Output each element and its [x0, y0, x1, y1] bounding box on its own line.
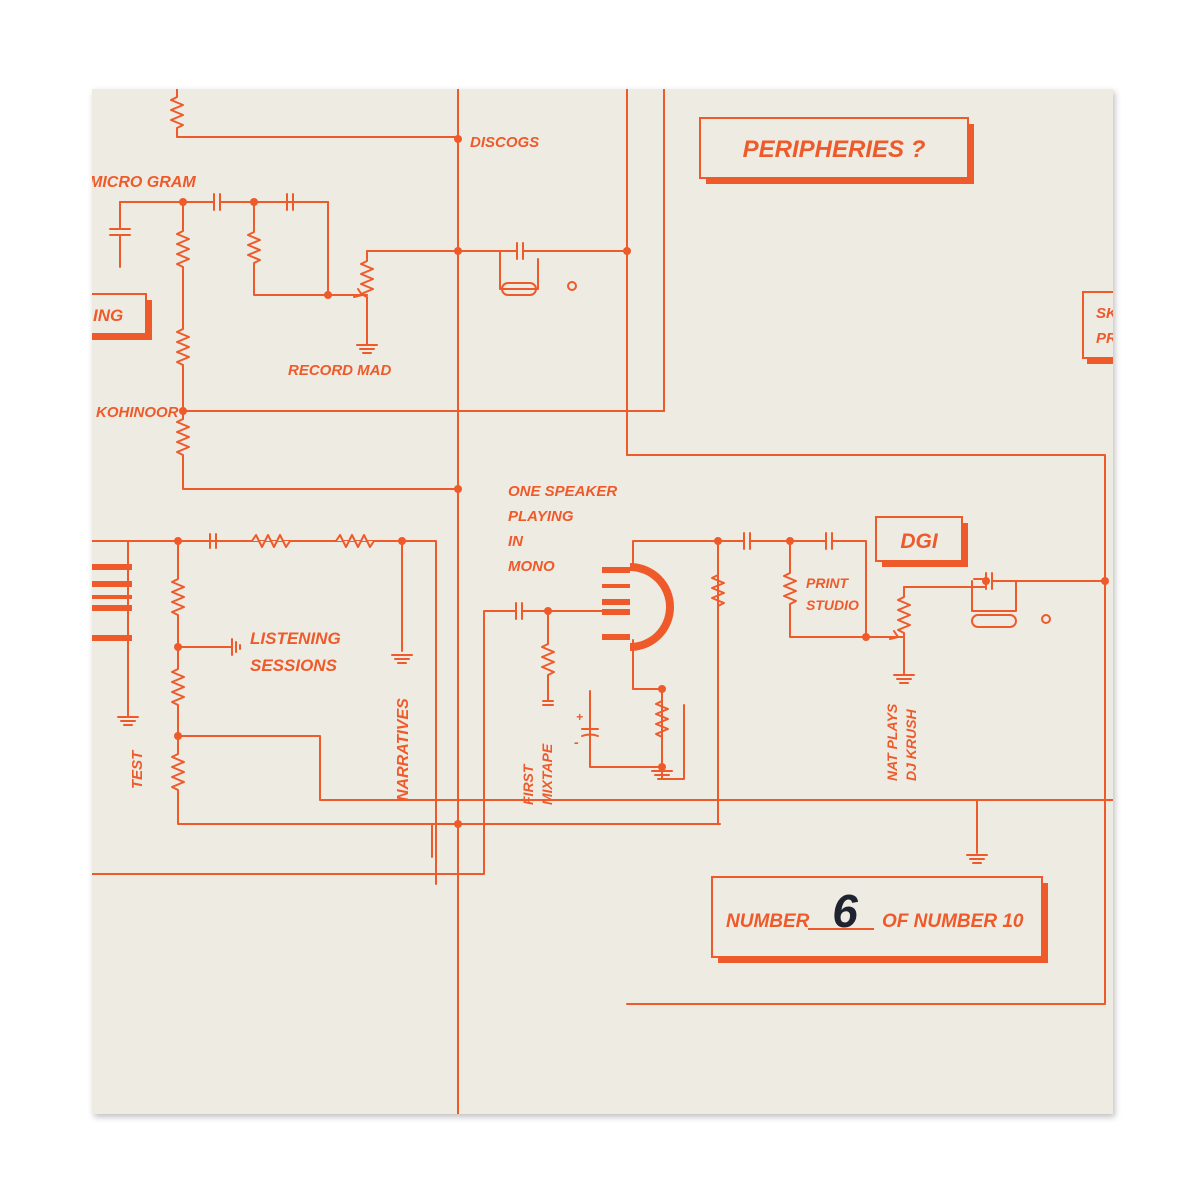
test-tube-stage [92, 540, 437, 885]
one-speaker-line-4: MONO [508, 558, 555, 575]
kohinoor-label: KOHINOOR [96, 404, 179, 421]
one-speaker-line-3: IN [508, 533, 524, 550]
sk-label: SK [1096, 305, 1113, 322]
ground-right [966, 799, 988, 864]
sk-pr-box: SK PR [1082, 291, 1113, 364]
number-box: NUMBER 6 OF NUMBER 10 [711, 876, 1048, 963]
number-word: NUMBER [726, 911, 810, 932]
mixtape-stage [511, 540, 725, 825]
ing-label: ING [93, 306, 123, 325]
dgi-box: DGI [875, 516, 968, 567]
record-mad-label: RECORD MAD [288, 362, 391, 379]
listening-line-1: LISTENING [250, 629, 341, 648]
micro-gram-stage [109, 193, 459, 490]
nat-plays-line-1: NAT PLAYS [884, 703, 900, 781]
dgi-stage [717, 532, 1106, 684]
listening-line-2: SESSIONS [250, 656, 338, 675]
record-mad-pot [327, 242, 628, 354]
minus-mark: - [574, 734, 579, 750]
ing-box: ING [92, 293, 152, 340]
first-mixtape-line-2: MIXTAPE [539, 743, 555, 805]
circuit-diagram: PERIPHERIES ? ING SK PR DGI NUMBER 6 OF … [92, 89, 1113, 1114]
micro-gram-label: MICRO GRAM [92, 174, 196, 191]
narratives-label: NARRATIVES [395, 698, 412, 801]
peripheries-label: PERIPHERIES ? [743, 136, 926, 163]
test-label: TEST [129, 749, 146, 789]
peripheries-box: PERIPHERIES ? [699, 117, 974, 184]
nat-plays-line-2: DJ KRUSH [903, 709, 919, 781]
print-studio-line-2: STUDIO [806, 597, 859, 613]
plus-mark: + [576, 710, 583, 724]
one-speaker-line-1: ONE SPEAKER [508, 483, 617, 500]
pr-label: PR [1096, 330, 1113, 347]
poster-card: PERIPHERIES ? ING SK PR DGI NUMBER 6 OF … [92, 89, 1113, 1114]
listening-stage [171, 533, 1113, 825]
dgi-label: DGI [900, 530, 939, 553]
jack-hole-top [567, 281, 577, 291]
one-speaker-line-2: PLAYING [508, 508, 574, 525]
wire-bottom-return [92, 610, 513, 875]
print-studio-line-1: PRINT [806, 575, 849, 591]
vacuum-tube-center [602, 563, 674, 651]
vacuum-tube-left [92, 564, 132, 641]
first-mixtape-line-1: FIRST [520, 763, 536, 805]
top-resistor [170, 89, 459, 138]
handwritten-number: 6 [832, 885, 858, 937]
of-number-label: OF NUMBER 10 [882, 911, 1024, 932]
junction-dots [174, 135, 1109, 828]
jack-hole-right [1041, 614, 1051, 624]
wire-right-bus [626, 410, 1106, 1005]
discogs-label: DISCOGS [470, 134, 539, 151]
